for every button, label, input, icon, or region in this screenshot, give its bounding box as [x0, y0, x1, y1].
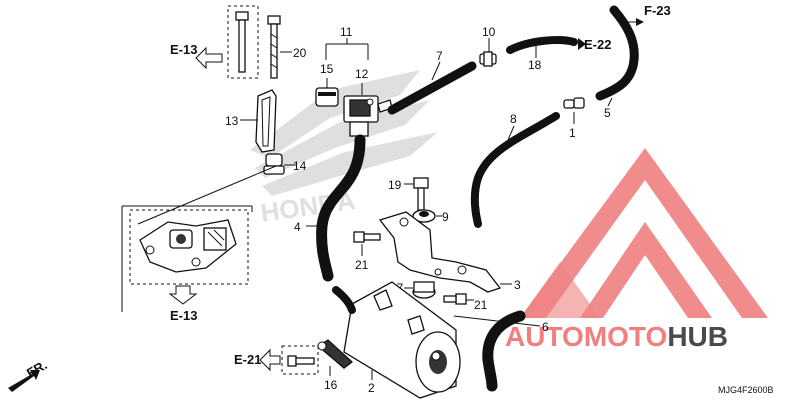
callout-6: 6	[542, 320, 549, 334]
callout-4: 4	[294, 220, 301, 234]
callout-21-left: 21	[355, 258, 369, 272]
arrow-left-e21-icon	[259, 348, 281, 372]
background-wing-logo: HONDA	[250, 70, 438, 228]
joint-1	[563, 97, 585, 109]
bolt-detail-top	[235, 11, 249, 73]
fitting-10	[479, 51, 497, 67]
callout-14: 14	[293, 159, 307, 173]
bolt-21-left	[353, 231, 381, 243]
callout-5: 5	[604, 106, 611, 120]
callout-11: 11	[340, 25, 353, 39]
watermark-word-2: MOTO	[584, 321, 667, 352]
watermark-logo	[520, 148, 768, 318]
ref-e21: E-21	[234, 352, 261, 367]
bolt-19	[413, 177, 429, 211]
bolt-21-right	[443, 293, 467, 305]
callout-10: 10	[482, 25, 496, 39]
rubber-9	[412, 209, 436, 223]
bolt-detail-e21	[287, 355, 315, 367]
ref-e13-top: E-13	[170, 42, 197, 57]
arrow-f23-icon	[636, 18, 644, 26]
ref-e22: E-22	[584, 37, 611, 52]
callout-20: 20	[293, 46, 307, 60]
callout-19: 19	[388, 178, 402, 192]
callout-9: 9	[442, 210, 449, 224]
detail-box-e21	[281, 345, 319, 375]
watermark-text: AUTOMOTOHUB	[505, 321, 728, 352]
bolt-20	[267, 15, 281, 79]
grommet-14	[263, 153, 285, 175]
front-arrow-icon	[8, 370, 40, 392]
diagram-code: MJG4F2600B	[718, 385, 774, 395]
callout-12: 12	[355, 67, 369, 81]
callout-2: 2	[368, 381, 375, 395]
solenoid-valve-12	[343, 95, 393, 137]
callout-15: 15	[320, 62, 334, 76]
callout-1: 1	[569, 126, 576, 140]
canister-2	[343, 281, 461, 399]
stay-3	[378, 211, 502, 293]
callout-18: 18	[528, 58, 542, 72]
callout-13: 13	[225, 114, 239, 128]
ref-e13-bottom: E-13	[170, 308, 197, 323]
arrow-right-e22-icon	[578, 38, 586, 50]
detail-box-top	[227, 5, 259, 79]
arrow-down-e13-icon	[168, 285, 198, 305]
ref-f23: F-23	[644, 3, 671, 18]
arrow-left-e13-icon	[195, 46, 223, 70]
band-16	[316, 339, 354, 369]
callout-21-right: 21	[474, 298, 488, 312]
callout-16: 16	[324, 378, 338, 392]
callout-3: 3	[514, 278, 521, 292]
bracket-13	[255, 89, 277, 153]
valve-bracket-detail	[139, 219, 237, 273]
watermark-word-1: AUTO	[505, 321, 584, 352]
valve-cap-15	[315, 87, 339, 107]
callout-7: 7	[436, 49, 443, 63]
rubber-17	[412, 281, 436, 299]
callout-8: 8	[510, 112, 517, 126]
watermark-word-3: HUB	[667, 321, 728, 352]
